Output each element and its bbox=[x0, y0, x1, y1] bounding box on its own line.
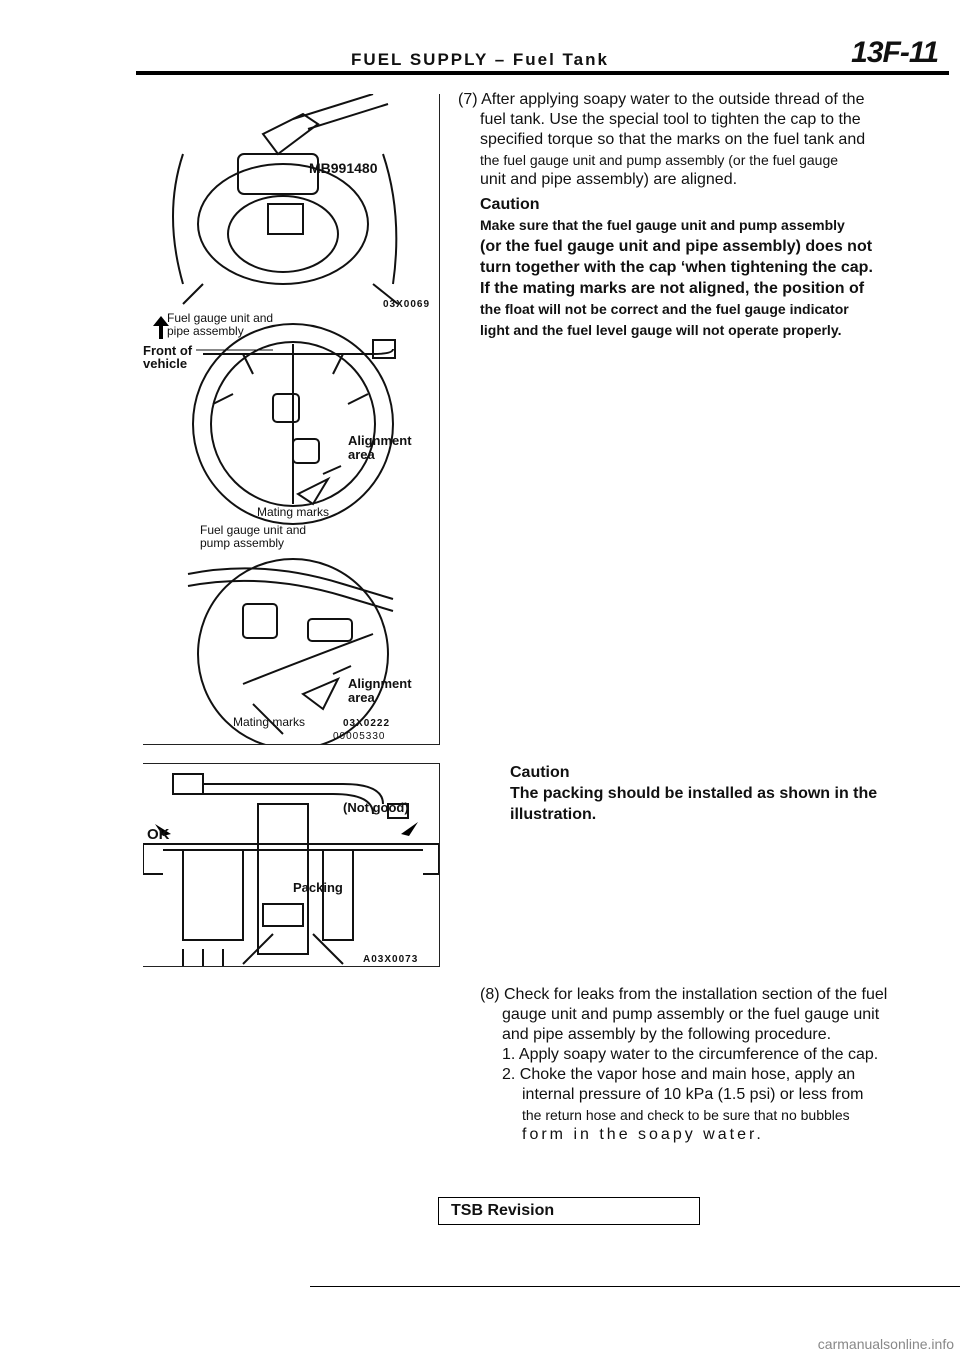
step-8-item-2b: internal pressure of 10 kPa (1.5 psi) or… bbox=[522, 1086, 864, 1103]
header-rule bbox=[136, 71, 949, 75]
label-mating-marks-2: Mating marks bbox=[233, 715, 306, 729]
step-8-item-2c: the return hose and check to be sure tha… bbox=[522, 1107, 850, 1123]
caution-1-line-2: (or the fuel gauge unit and pipe assembl… bbox=[480, 238, 873, 255]
figure-code-packing: A03X0073 bbox=[363, 954, 419, 965]
label-alignment-area-2: Alignment area bbox=[348, 676, 412, 705]
page-number: 13F-11 bbox=[851, 36, 939, 69]
label-front-of-vehicle: Front of vehicle bbox=[143, 343, 193, 371]
caution-1-line-4: If the mating marks are not aligned, the… bbox=[480, 280, 865, 297]
caution-heading-1: Caution bbox=[480, 196, 540, 213]
label-gauge-pump-assembly: Fuel gauge unit and pump assembly bbox=[200, 523, 307, 550]
figure-code-3: 00005330 bbox=[333, 731, 386, 742]
tool-label: MB991480 bbox=[309, 160, 378, 176]
label-not-good: (Not good) bbox=[343, 800, 409, 815]
caution-2-line-1: The packing should be installed as shown… bbox=[510, 785, 878, 802]
step-7-line-5: unit and pipe assembly) are aligned. bbox=[480, 171, 738, 188]
label-ok: OK bbox=[147, 826, 170, 843]
caution-1-line-1: Make sure that the fuel gauge unit and p… bbox=[480, 217, 845, 233]
step-8-paragraph: (8) Check for leaks from the installatio… bbox=[480, 985, 950, 1145]
caution-1-line-5: the float will not be correct and the fu… bbox=[480, 301, 849, 317]
step-7-line-1: (7) After applying soapy water to the ou… bbox=[458, 91, 865, 108]
step-7-line-2: fuel tank. Use the special tool to tight… bbox=[480, 111, 861, 128]
tsb-revision-label: TSB Revision bbox=[451, 1202, 555, 1219]
step-7-line-3: specified torque so that the marks on th… bbox=[480, 131, 866, 148]
step-8-line-3: and pipe assembly by the following proce… bbox=[502, 1026, 832, 1043]
label-packing: Packing bbox=[293, 880, 343, 895]
label-alignment-area-1: Alignment area bbox=[348, 433, 412, 462]
step-8-item-2d: form in the soapy water. bbox=[522, 1126, 764, 1143]
step-8-line-2: gauge unit and pump assembly or the fuel… bbox=[502, 1006, 880, 1023]
packing-illustration bbox=[143, 773, 439, 966]
page-header-title: FUEL SUPPLY – Fuel Tank bbox=[351, 50, 609, 69]
figure-alignment: MB991480 03X0069 Fuel gauge unit and pip… bbox=[143, 94, 440, 745]
caution-block-1: Caution Make sure that the fuel gauge un… bbox=[480, 195, 950, 341]
caution-2-line-2: illustration. bbox=[510, 806, 597, 823]
figure-code-1: 03X0069 bbox=[383, 299, 431, 310]
step-7-paragraph: (7) After applying soapy water to the ou… bbox=[458, 90, 950, 190]
caution-block-2: Caution The packing should be installed … bbox=[510, 763, 950, 825]
step-8-item-2a: 2. Choke the vapor hose and main hose, a… bbox=[502, 1066, 856, 1083]
figure-code-2: 03X0222 bbox=[343, 718, 391, 729]
watermark[interactable]: carmanualsonline.info bbox=[817, 1336, 954, 1352]
footer-rule bbox=[310, 1286, 960, 1287]
alignment-illustration bbox=[153, 94, 399, 744]
tsb-revision-box: TSB Revision bbox=[438, 1197, 700, 1225]
caution-heading-2: Caution bbox=[510, 764, 570, 781]
step-8-line-1: (8) Check for leaks from the installatio… bbox=[480, 986, 888, 1003]
caution-1-line-6: light and the fuel level gauge will not … bbox=[480, 322, 842, 338]
label-mating-marks-1: Mating marks bbox=[256, 505, 330, 519]
step-8-item-1: 1. Apply soapy water to the circumferenc… bbox=[502, 1046, 879, 1063]
step-7-line-4: the fuel gauge unit and pump assembly (o… bbox=[480, 152, 839, 168]
caution-1-line-3: turn together with the cap ‘when tighten… bbox=[480, 259, 873, 276]
label-gauge-pipe-assembly: Fuel gauge unit and pipe assembly bbox=[167, 311, 274, 338]
figure-packing: OK (Not good) Packing A03X0073 bbox=[143, 763, 440, 967]
